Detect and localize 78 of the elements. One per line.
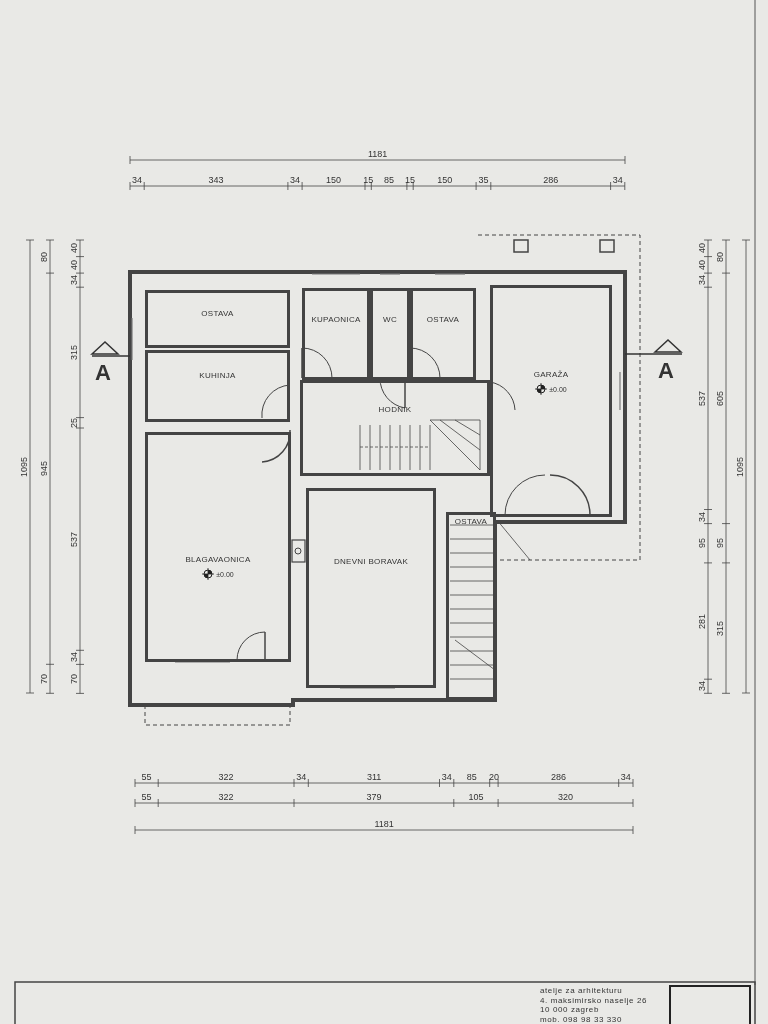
dimension-text: 34 xyxy=(697,681,707,692)
dimension-text: 34 xyxy=(69,275,79,286)
dimension-text: 80 xyxy=(39,251,49,262)
section-label: A xyxy=(95,362,111,384)
dimension-text: 286 xyxy=(550,772,566,782)
dimension-text: 315 xyxy=(715,620,725,636)
dimension-text: 55 xyxy=(141,772,152,782)
dimension-text: 34 xyxy=(69,652,79,663)
dimension-text: 322 xyxy=(218,772,234,782)
dimension-text: 85 xyxy=(466,772,477,782)
dimension-text: 20 xyxy=(488,772,499,782)
dimension-text: 286 xyxy=(543,175,559,185)
room-name: OSTAVA xyxy=(201,309,234,318)
room xyxy=(302,288,370,380)
room-name: OSTAVA xyxy=(454,517,488,526)
room-name: KUHINJA xyxy=(199,371,236,380)
dimension-text: 40 xyxy=(697,259,707,270)
room xyxy=(145,432,291,662)
dimension-text: 40 xyxy=(697,243,707,254)
dimension-text: 40 xyxy=(69,243,79,254)
room-name: KUPAONICA xyxy=(311,315,361,324)
section-label: A xyxy=(658,360,674,382)
dimension-text: 34 xyxy=(132,175,143,185)
dimension-text: 40 xyxy=(69,259,79,270)
room-name: DNEVNI BORAVAK xyxy=(333,557,409,566)
room xyxy=(370,288,410,380)
dimension-text: 320 xyxy=(558,792,574,802)
dimension-text: 34 xyxy=(697,275,707,286)
title-block-text: mob. 098 98 33 330 xyxy=(540,1014,622,1024)
dimension-text: 95 xyxy=(715,538,725,549)
room xyxy=(446,512,496,700)
room xyxy=(306,488,436,688)
dimension-text: 379 xyxy=(366,792,382,802)
dimension-text: 25 xyxy=(69,417,79,428)
dimension-text: 1181 xyxy=(374,819,394,829)
room-name: WC xyxy=(383,315,397,324)
dimension-text: 95 xyxy=(697,538,707,549)
dimension-text: 343 xyxy=(208,175,224,185)
dimension-text: 1181 xyxy=(368,149,388,159)
dimension-text: 34 xyxy=(290,175,300,185)
title-block-text: 10 000 zagreb xyxy=(540,1005,599,1014)
room xyxy=(300,380,490,476)
room-name: OSTAVA xyxy=(426,315,460,324)
title-block-text: atelje za arhitekturu xyxy=(540,986,623,995)
room-name: HODNIK xyxy=(378,405,412,414)
dimension-text: 105 xyxy=(468,792,484,802)
dimension-text: 315 xyxy=(69,344,79,360)
dimension-text: 322 xyxy=(218,792,234,802)
room xyxy=(145,290,290,348)
dimension-text: 70 xyxy=(69,673,79,684)
dimension-text: 537 xyxy=(69,531,79,547)
dimension-text: 1095 xyxy=(735,456,745,477)
dimension-text: 1095 xyxy=(19,456,29,477)
dimension-text: 537 xyxy=(697,390,707,406)
dimension-text: 34 xyxy=(620,772,631,782)
dimension-text: 150 xyxy=(326,175,342,185)
dimension-text: 150 xyxy=(437,175,453,185)
dimension-text: 281 xyxy=(697,613,707,629)
room xyxy=(490,285,612,517)
dimension-text: 945 xyxy=(39,461,49,477)
dimension-text: 15 xyxy=(405,175,416,185)
dimension-text: 34 xyxy=(612,175,623,185)
room xyxy=(145,350,290,422)
dimension-text: 34 xyxy=(441,772,452,782)
title-block-text: 4. maksimirsko naselje 26 xyxy=(540,995,648,1005)
dimension-text: 35 xyxy=(478,175,489,185)
room-name: BLAGAVAONICA xyxy=(185,555,251,564)
dimension-text: 80 xyxy=(715,251,725,262)
dimension-text: 85 xyxy=(384,175,395,185)
room-name: GARAŽA xyxy=(533,370,569,379)
dimension-text: 311 xyxy=(366,772,382,782)
dimension-text: 70 xyxy=(39,673,49,684)
dimension-text: 34 xyxy=(697,511,707,522)
room xyxy=(410,288,476,380)
dimension-text: 605 xyxy=(715,390,725,406)
dimension-text: 55 xyxy=(141,792,152,802)
dimension-text: 15 xyxy=(363,175,374,185)
dimension-text: 34 xyxy=(296,772,307,782)
